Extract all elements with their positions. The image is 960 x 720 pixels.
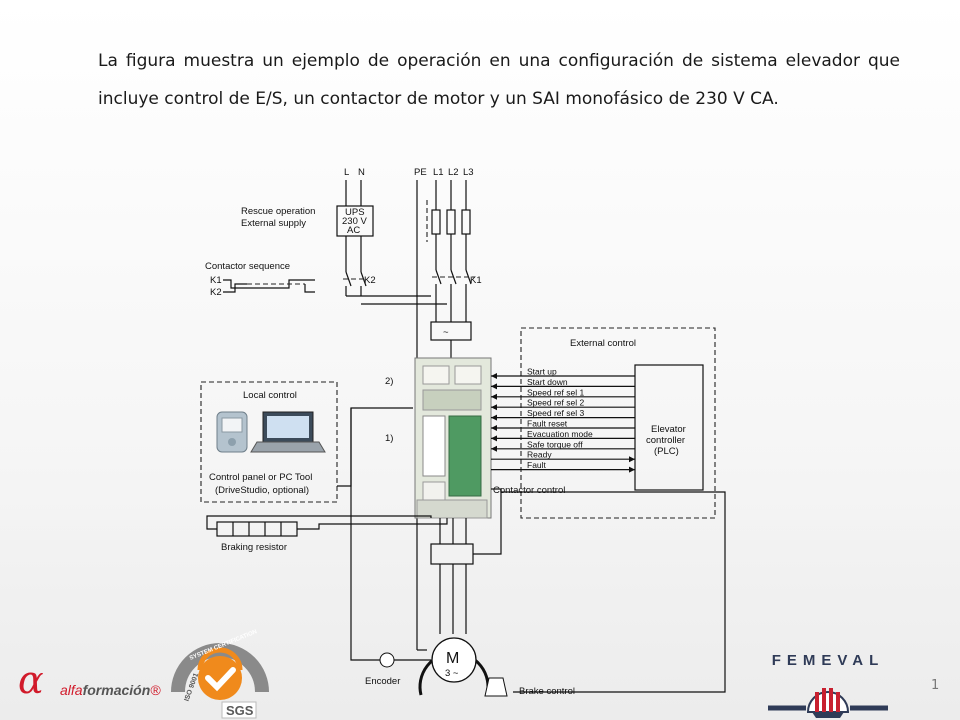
intro-paragraph: La figura muestra un ejemplo de operació… [98, 51, 900, 109]
contactor-sequence-title: Contactor sequence [205, 261, 290, 272]
elevator-wiring-diagram: L N PE L1 L2 L3 Rescue operation Externa… [200, 167, 726, 697]
marker-1: 1) [385, 433, 393, 444]
local-control-box [200, 381, 338, 503]
iso-9001-logo: SYSTEM CERTIFICATION ISO 9001 SGS [171, 629, 269, 719]
signal-arrow [491, 404, 497, 411]
fuse-2 [446, 209, 456, 235]
signal-label: Fault [527, 460, 547, 470]
signal-arrow [491, 383, 497, 390]
femeval-emblem [768, 688, 888, 718]
marker-2: 2) [385, 376, 393, 387]
femeval-logo: FEMEVAL [768, 652, 888, 720]
sgs-text: SGS [226, 703, 254, 718]
page-number: 1 [931, 678, 940, 693]
signal-arrow [629, 466, 635, 473]
formacion-word: formación [82, 682, 151, 698]
signal-label: Fault reset [527, 419, 568, 429]
alpha-icon: α [18, 658, 44, 702]
signal-label: Speed ref sel 2 [527, 398, 584, 408]
alfaformacion-logo: α alfaformación® [18, 658, 168, 706]
label-L3: L3 [463, 167, 474, 178]
rescue-line-1: Rescue operation [241, 206, 315, 217]
label-L1: L1 [433, 167, 444, 178]
contact-label-k1: K1 [470, 275, 482, 286]
signal-label: Evacuation mode [527, 429, 593, 439]
label-PE: PE [414, 167, 427, 178]
motor-label: M [446, 650, 459, 667]
braking-resistor [216, 521, 298, 537]
signal-label: Speed ref sel 3 [527, 408, 584, 418]
local-caption-2: (DriveStudio, optional) [215, 485, 309, 496]
external-control-title: External control [570, 338, 636, 349]
contact-label-k2: K2 [364, 275, 376, 286]
sequence-k2: K2 [210, 287, 222, 298]
sequence-k1: K1 [210, 275, 222, 286]
line-filter [430, 321, 472, 341]
plc-line-2: controller [646, 435, 685, 446]
fuse-3 [461, 209, 471, 235]
brake-icon [484, 677, 508, 697]
signal-arrow [491, 435, 497, 442]
rescue-line-2: External supply [241, 218, 306, 229]
braking-resistor-label: Braking resistor [221, 542, 287, 553]
signal-label: Ready [527, 450, 552, 460]
signal-arrow [491, 414, 497, 421]
signal-arrow [629, 456, 635, 463]
ups-line-3: AC [347, 225, 360, 236]
local-control-title: Local control [243, 390, 297, 401]
ups-box [336, 205, 374, 237]
signal-label: Start down [527, 377, 568, 387]
label-L: L [344, 167, 349, 178]
brake-control-label: Brake control [519, 686, 575, 697]
output-contactor [430, 543, 474, 565]
signal-label: Safe torque off [527, 439, 583, 449]
signal-arrow [491, 373, 497, 379]
svg-text:~: ~ [443, 327, 449, 338]
motor-symbol [431, 637, 477, 683]
ups-line-2: 230 V [342, 216, 367, 227]
contactor-control-label: Contactor control [493, 485, 565, 496]
signal-label: Speed ref sel 1 [527, 387, 584, 397]
label-L2: L2 [448, 167, 459, 178]
alfa-word: alfa [60, 682, 83, 698]
plc-line-3: (PLC) [654, 446, 679, 457]
encoder-label: Encoder [365, 676, 400, 687]
registered-mark: ® [150, 682, 161, 698]
femeval-wordmark: FEMEVAL [771, 652, 885, 669]
signal-arrow [491, 445, 497, 452]
external-control-box [520, 327, 716, 519]
signal-arrow [491, 393, 497, 400]
local-caption-1: Control panel or PC Tool [209, 472, 312, 483]
plc-line-1: Elevator [651, 424, 686, 435]
fuse-1 [431, 209, 441, 235]
signal-label: Start up [527, 367, 557, 377]
encoder-icon [379, 652, 395, 668]
ups-line-1: UPS [345, 207, 365, 218]
motor-phase-label: 3 ~ [445, 668, 459, 679]
signal-arrow [491, 425, 497, 431]
label-N: N [358, 167, 365, 178]
